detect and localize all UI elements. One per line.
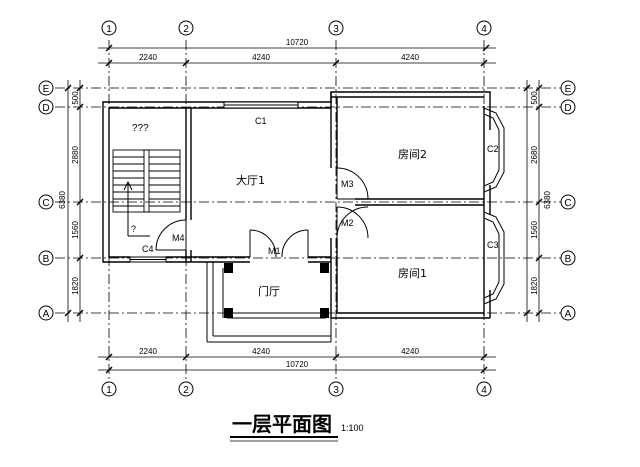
room-label-hall: 大厅1 [236,173,265,187]
door-m3 [336,167,369,200]
room-label-room1: 房间1 [398,267,427,280]
axis-label-top-2: 2 [183,24,189,35]
dim-left-seg-2: 2880 [71,146,80,164]
dimension-lines [67,47,540,371]
dim-left-seg-1: 500 [71,91,80,105]
axis-grid-lines [55,40,570,380]
axis-bubbles-top [101,20,492,36]
axis-label-bottom-4: 4 [481,385,487,396]
dim-bottom-seg-1: 2240 [139,347,157,356]
stair [112,149,181,213]
axis-label-top-4: 4 [481,24,487,35]
dim-top-seg-3: 4240 [401,53,419,62]
axis-label-top-3: 3 [333,24,339,35]
axis-label-right-e: E [565,84,572,95]
axis-bubble-left-a [38,305,54,321]
axis-label-right-c: C [564,198,571,209]
dim-total-width-bottom: 10720 [286,360,309,369]
dim-right-seg-1: 500 [530,91,539,105]
label-m4: M4 [172,233,185,243]
axis-bubble-top-4 [476,20,492,36]
dim-bottom-seg-3: 4240 [401,347,419,356]
drawing-scale: 1:100 [341,423,364,433]
dim-total-depth-left: 6380 [58,191,67,209]
axis-bubble-top-3 [328,20,344,36]
axis-label-left-b: B [43,254,50,265]
axis-label-bottom-3: 3 [333,385,339,396]
axis-bubbles-bottom [101,381,492,397]
axis-label-left-d: D [42,103,49,114]
axis-bubble-left-d [38,99,54,115]
dim-right-seg-2: 2680 [530,146,539,164]
dim-top-seg-2: 4240 [252,53,270,62]
dim-right-seg-4: 1820 [530,277,539,295]
drawing-title-block: 一层平面图 1:100 [230,412,364,442]
dim-right-seg-3: 1560 [530,221,539,239]
label-c1: C1 [255,116,267,126]
axis-label-left-a: A [43,309,50,320]
axis-bubble-right-e [560,80,576,96]
axis-label-top-1: 1 [106,24,112,35]
door-m2 [336,206,369,239]
stair-note: ? [131,224,136,234]
dim-left-seg-4: 1820 [71,277,80,295]
label-m3: M3 [341,179,354,189]
axis-bubble-top-1 [101,20,117,36]
axis-bubble-right-b [560,250,576,266]
axis-labels: 1 2 3 4 1 2 3 4 E D C B A E D C B A [42,24,571,396]
axis-label-right-a: A [565,309,572,320]
window-c1 [223,101,299,109]
axis-bubble-left-b [38,250,54,266]
axis-label-left-c: C [42,198,49,209]
label-c3: C3 [487,240,499,250]
dimension-ticks [64,44,543,374]
axis-label-right-d: D [564,103,571,114]
axis-label-bottom-1: 1 [106,385,112,396]
axis-bubble-right-d [560,99,576,115]
axis-bubble-right-c [560,194,576,210]
axis-bubble-bottom-1 [101,381,117,397]
axis-label-left-e: E [43,84,50,95]
drawing-title: 一层平面图 [232,412,332,436]
room-label-entrance: 门厅 [258,284,280,298]
dim-top-seg-1: 2240 [139,53,157,62]
axis-bubble-bottom-3 [328,381,344,397]
label-m1: M1 [268,246,281,256]
bay-window-c2 [483,107,505,193]
dim-total-depth-right: 6380 [543,191,552,209]
dim-total-width-top: 10720 [286,38,309,47]
exterior-walls [102,91,491,319]
axis-bubble-right-a [560,305,576,321]
dim-left-seg-3: 1560 [71,221,80,239]
dim-bottom-seg-2: 4240 [252,347,270,356]
axis-bubble-bottom-4 [476,381,492,397]
stair-arrow [123,180,150,237]
label-c2: C2 [487,144,499,154]
bay-window-c3 [483,211,505,305]
axis-label-bottom-2: 2 [183,385,189,396]
room-label-room2: 房间2 [398,148,427,161]
room-labels: 大厅1 房间2 房间1 门厅 ??? ? [131,123,427,298]
entrance-porch [206,262,332,343]
axis-bubbles-right [560,80,576,321]
door-m4 [155,219,187,251]
dimension-text: 10720 2240 4240 4240 2240 4240 4240 1072… [58,38,552,369]
axis-label-right-b: B [565,254,572,265]
opening-labels: C1 C2 C3 C4 M1 M2 M3 M4 [142,116,499,256]
door-m1 [249,229,309,258]
axis-bubble-top-2 [178,20,194,36]
label-c4: C4 [142,244,154,254]
window-c4 [129,256,167,263]
room-label-stair: ??? [132,123,149,134]
axis-bubbles-left [38,80,54,321]
label-m2: M2 [341,218,354,228]
axis-bubble-bottom-2 [178,381,194,397]
porch-columns [224,263,329,318]
axis-bubble-left-c [38,194,54,210]
axis-bubble-left-e [38,80,54,96]
